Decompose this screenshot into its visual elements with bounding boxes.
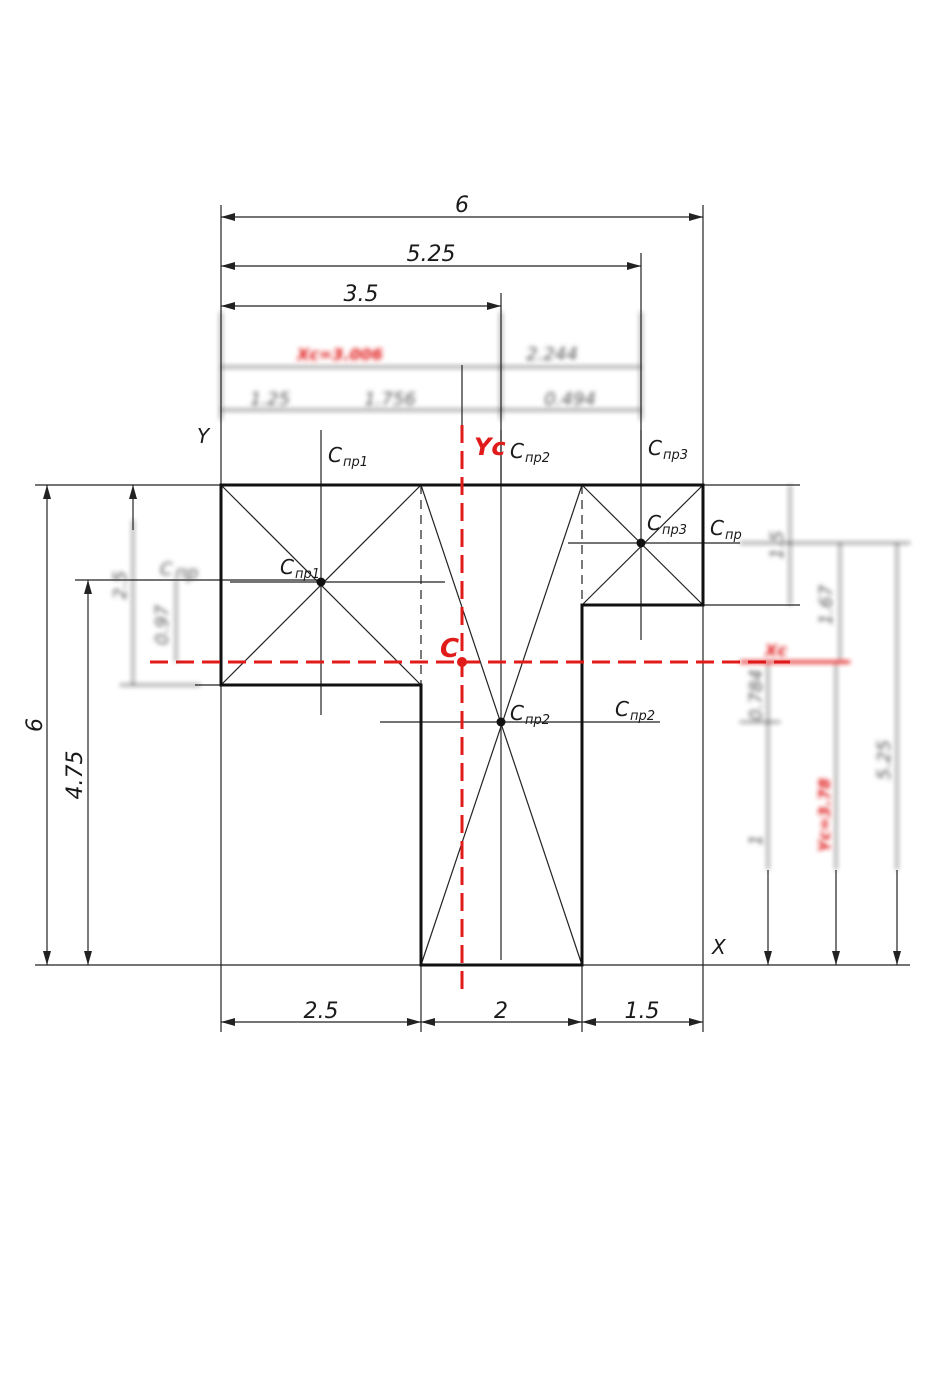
t-section-outline [219, 483, 705, 967]
blurred-right-dimensions: 1.5 1.67 0.784 1 Yc=3.78 5.25 Xc [740, 485, 910, 870]
dim-bottom-2: 2 [494, 999, 508, 1024]
axis-x-label: X [711, 935, 727, 959]
left-dimensions: 6 4.75 [23, 485, 137, 965]
c-np1-top-sub: пр1 [343, 455, 368, 470]
dim-left-25: 2.5 [110, 571, 131, 600]
axis-y-label: Y [197, 424, 211, 448]
dim-right-0784: 0.784 [746, 669, 767, 721]
dim-bottom-15: 1.5 [625, 999, 660, 1024]
centroid-2-point [496, 717, 506, 727]
dim-35: 3.5 [344, 282, 379, 307]
dim-2244: 2.244 [526, 344, 578, 365]
c-np3-center-sub: пр3 [662, 523, 687, 538]
bottom-dimensions: 2.5 2 1.5 [221, 999, 703, 1026]
dim-1756: 1.756 [364, 389, 416, 410]
c-np2-right-letter: C [615, 697, 629, 721]
axis-yc-label: Yc [474, 433, 506, 461]
dim-left-097: 0.97 [152, 604, 173, 645]
right-dimensions [764, 870, 901, 965]
component-axes [230, 430, 740, 960]
dim-right-525: 5.25 [874, 740, 895, 780]
c-np3-top-sub: пр3 [663, 448, 688, 463]
dim-125: 1.25 [250, 389, 290, 410]
dim-xc: Xc=3.006 [296, 345, 383, 364]
c-np-right-letter: C [710, 516, 724, 540]
dim-left-475: 4.75 [63, 751, 88, 800]
top-dimensions: 6 5.25 3.5 [221, 193, 703, 310]
blurred-left-dimensions: 2.5 0.97 C пр [110, 520, 200, 686]
c-np1-left-sub: пр [175, 563, 198, 584]
labels: Y X Yc C C пр1 C пр2 C пр3 C пр1 C пр2 C… [197, 424, 742, 959]
c-np3-center-letter: C [647, 511, 661, 535]
blurred-top-dimensions: Xc=3.006 2.244 1.25 1.756 0.494 [220, 312, 642, 420]
construction-lines [195, 484, 704, 966]
c-np3-top-letter: C [648, 436, 662, 460]
c-np2-center-letter: C [510, 701, 524, 725]
axis-xc-label: Xc [764, 641, 787, 660]
centroid-1-point [316, 577, 326, 587]
dim-total-width: 6 [455, 193, 469, 218]
centroid-label: C [440, 634, 459, 664]
c-np-right-sub: пр [725, 528, 742, 543]
extension-lines [35, 205, 910, 1032]
dim-right-1: 1 [746, 834, 767, 845]
c-np1-left-letter: C [160, 559, 173, 580]
dim-525: 5.25 [407, 242, 456, 267]
c-np1-center-sub: пр1 [295, 567, 320, 582]
c-np1-center-letter: C [280, 555, 294, 579]
c-np2-center-sub: пр2 [525, 713, 550, 728]
dim-left-6: 6 [23, 718, 48, 732]
centroid-3-point [636, 538, 646, 548]
dim-0494: 0.494 [544, 389, 596, 410]
c-np2-top-letter: C [510, 439, 524, 463]
dim-right-167: 1.67 [816, 584, 837, 625]
centroid-point [457, 657, 467, 667]
dim-bottom-25: 2.5 [304, 999, 339, 1024]
c-np2-top-sub: пр2 [525, 451, 550, 466]
c-np2-right-sub: пр2 [630, 709, 655, 724]
dim-yc: Yc=3.78 [815, 778, 834, 852]
c-np1-top-letter: C [328, 443, 342, 467]
dim-right-15: 1.5 [767, 531, 788, 560]
centroid-axes [150, 425, 790, 995]
